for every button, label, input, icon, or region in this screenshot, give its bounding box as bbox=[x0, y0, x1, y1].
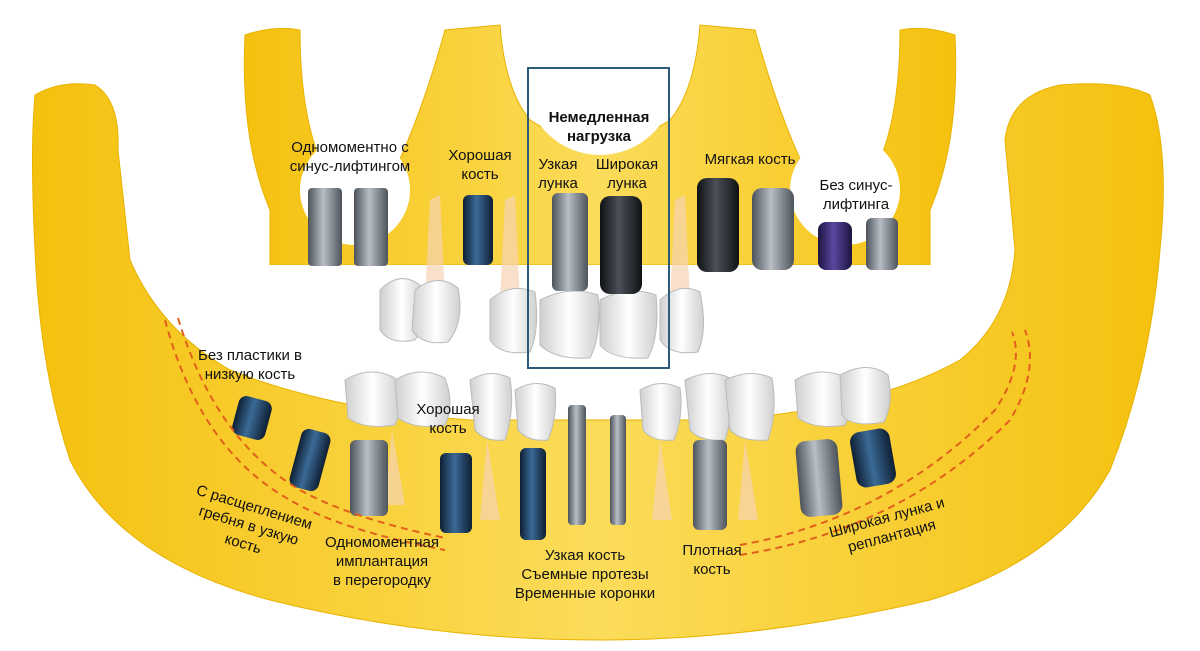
label-sinus-lift: Одномоментно с синус-лифтингом bbox=[289, 139, 411, 175]
label-good-bone-lower: Хорошая кость bbox=[416, 401, 480, 437]
lower-jaw-bone bbox=[32, 83, 1164, 641]
implant-good-bone-upper bbox=[463, 195, 493, 265]
implant-narrow-bone-2 bbox=[568, 405, 586, 525]
label-narrow-socket: Узкая лунка bbox=[538, 156, 578, 192]
implant-wide-socket-2 bbox=[850, 428, 896, 488]
label-immediate-loading: Немедленная нагрузка bbox=[548, 109, 650, 145]
implant-narrow-bone-3 bbox=[610, 415, 626, 525]
implant-soft-bone-2 bbox=[752, 188, 794, 270]
implant-sinus-1 bbox=[308, 188, 342, 266]
implant-wide-socket-1 bbox=[795, 439, 843, 517]
implant-no-grafting bbox=[232, 396, 272, 440]
implant-no-sinus-1 bbox=[818, 222, 852, 270]
implant-wide-socket bbox=[600, 196, 642, 294]
label-narrow-bone: Узкая кость Съемные протезы Временные ко… bbox=[514, 547, 656, 602]
bone-level-dashed-lines bbox=[164, 317, 1031, 556]
upper-teeth bbox=[379, 195, 704, 359]
implant-ridge-split bbox=[289, 428, 331, 492]
immediate-loading-box bbox=[527, 67, 670, 369]
label-good-bone-upper: Хорошая кость bbox=[448, 147, 512, 183]
implant-soft-bone-1 bbox=[697, 178, 739, 272]
lower-teeth bbox=[344, 367, 891, 520]
label-soft-bone: Мягкая кость bbox=[704, 151, 796, 168]
implant-dense-bone bbox=[693, 440, 727, 530]
label-dense-bone: Плотная кость bbox=[682, 542, 742, 578]
implant-narrow-socket bbox=[552, 193, 588, 291]
implant-good-bone-lower bbox=[440, 453, 472, 533]
implant-narrow-bone-1 bbox=[520, 448, 546, 540]
implant-septum bbox=[350, 440, 388, 516]
label-no-sinus-lift: Без синус- лифтинга bbox=[819, 177, 893, 213]
upper-implants bbox=[308, 178, 898, 294]
label-septum-implant: Одномоментная имплантация в перегородку bbox=[325, 534, 439, 589]
implant-sinus-2 bbox=[354, 188, 388, 266]
lower-implants bbox=[232, 396, 896, 540]
label-wide-socket: Широкая лунка bbox=[595, 156, 659, 192]
implant-no-sinus-2 bbox=[866, 218, 898, 270]
label-no-grafting: Без пластики в низкую кость bbox=[198, 347, 302, 383]
